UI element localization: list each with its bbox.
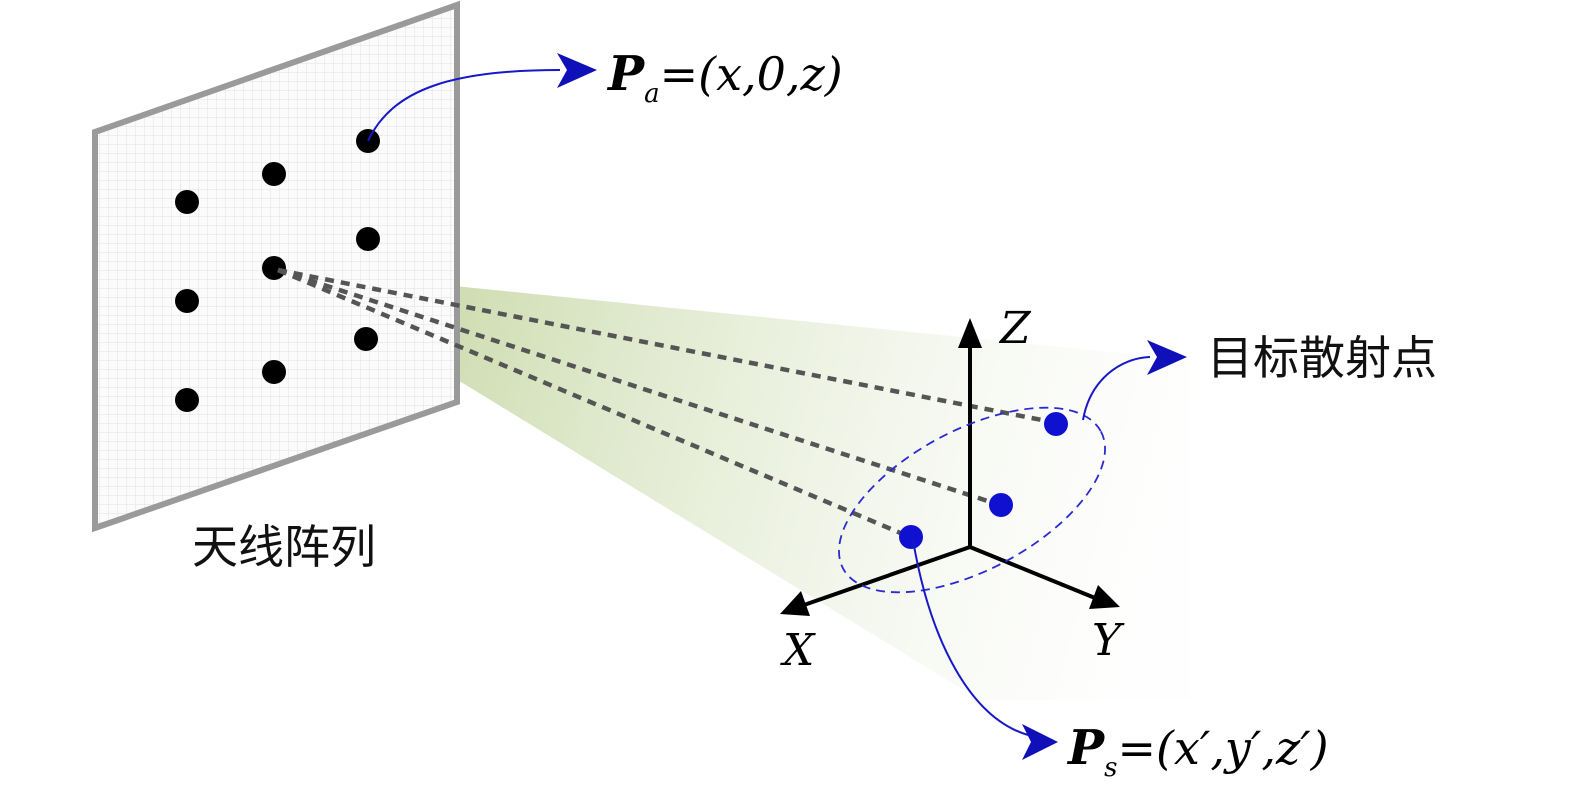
y-axis-arrow xyxy=(1089,585,1120,609)
z-axis-label: Z xyxy=(998,303,1032,354)
formula-pa-symbol: P xyxy=(606,46,646,102)
formula-ps: Ps=(x′,y′,z′) xyxy=(1066,720,1329,783)
antenna-element xyxy=(262,360,286,384)
y-axis xyxy=(969,545,1096,600)
formula-ps-subscript: s xyxy=(1104,753,1117,783)
x-axis xyxy=(803,545,971,607)
propagation-path xyxy=(277,267,1053,425)
formula-pa: Pa=(x,0,z) xyxy=(606,46,843,109)
y-axis-label: Y xyxy=(1092,615,1125,666)
scatter-point xyxy=(899,525,923,549)
antenna-element xyxy=(262,256,286,280)
formula-pa-rhs: =(x,0,z) xyxy=(660,47,843,101)
antenna-element xyxy=(356,227,380,251)
scatter-points xyxy=(899,412,1068,549)
callouts xyxy=(367,69,1151,736)
antenna-elements xyxy=(175,129,380,412)
callout-target-curve xyxy=(1082,356,1151,421)
antenna-element xyxy=(175,190,199,214)
scatter-point xyxy=(1044,412,1068,436)
coordinate-axes: Z X Y xyxy=(780,303,1125,676)
formula-pa-subscript: a xyxy=(644,79,660,109)
callout-pa-curve xyxy=(367,69,561,142)
formula-ps-rhs: =(x′,y′,z′) xyxy=(1117,721,1328,775)
x-axis-label: X xyxy=(780,625,816,676)
propagation-paths xyxy=(277,267,1053,540)
antenna-element xyxy=(175,388,199,412)
propagation-path xyxy=(277,267,911,540)
target-points-label: 目标散射点 xyxy=(1207,331,1437,385)
callout-arrow-heads xyxy=(557,53,1187,760)
arrow-right-icon xyxy=(1147,340,1187,375)
arrow-right-icon xyxy=(557,53,597,88)
scatter-point xyxy=(989,493,1013,517)
arrow-right-icon xyxy=(1022,724,1058,760)
antenna-array-label: 天线阵列 xyxy=(192,520,376,574)
target-region-ellipse xyxy=(838,406,1106,594)
z-axis-arrow xyxy=(958,318,982,348)
callout-ps-curve xyxy=(912,539,1029,736)
antenna-element xyxy=(354,327,378,351)
propagation-path xyxy=(277,267,1001,508)
antenna-element xyxy=(262,162,286,186)
x-axis-arrow xyxy=(780,591,810,616)
formula-ps-symbol: P xyxy=(1066,720,1106,776)
antenna-element xyxy=(175,289,199,313)
beam-region xyxy=(275,268,1190,700)
